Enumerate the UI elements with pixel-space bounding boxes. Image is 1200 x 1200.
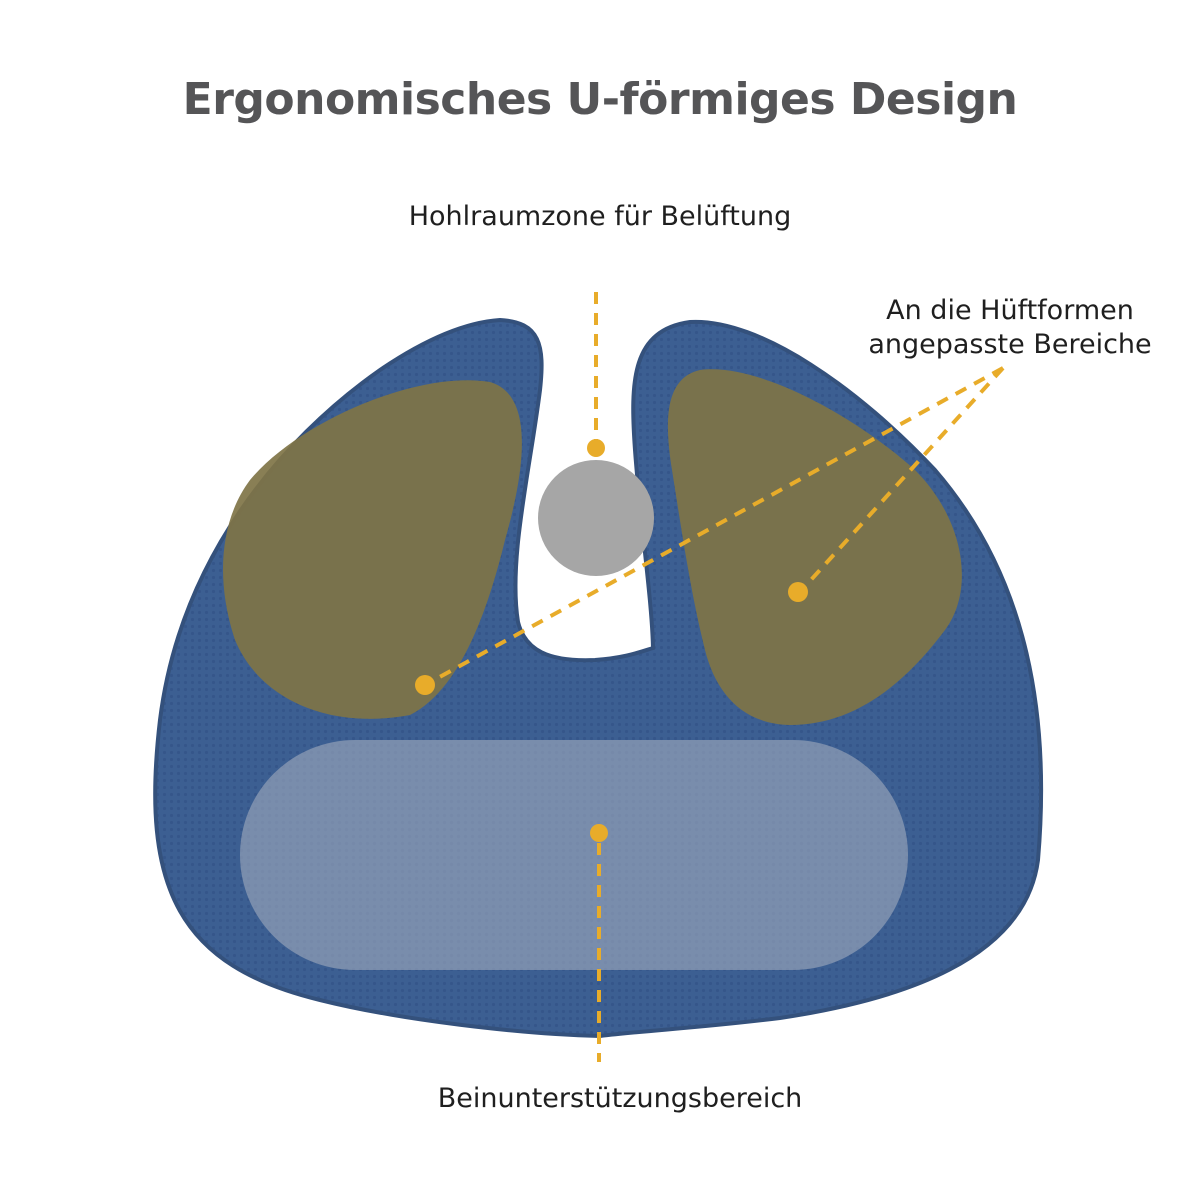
ventilation-cavity-circle bbox=[538, 460, 654, 576]
hip-callout-line-left bbox=[424, 366, 1004, 687]
right-hip-zone bbox=[667, 369, 962, 725]
leg-support-zone bbox=[240, 740, 908, 970]
vent-callout-dot bbox=[587, 439, 605, 457]
hip-zone-label: An die Hüftformen angepasste Bereiche bbox=[820, 294, 1200, 362]
left-hip-zone bbox=[223, 380, 522, 719]
leg-support-label: Beinunterstützungsbereich bbox=[437, 1083, 803, 1114]
hip-callout-dot-left bbox=[415, 675, 435, 695]
hip-callout-line-right bbox=[798, 366, 1005, 594]
hip-zone-label-line1: An die Hüftformen bbox=[886, 295, 1134, 326]
hip-zone-label-line2: angepasste Bereiche bbox=[868, 329, 1152, 360]
ventilation-zone-label: Hohlraumzone für Belüftung bbox=[408, 201, 792, 232]
leg-callout-dot bbox=[590, 824, 608, 842]
page-title: Ergonomisches U-förmiges Design bbox=[182, 74, 1018, 125]
hip-callout-dot-right bbox=[788, 582, 808, 602]
